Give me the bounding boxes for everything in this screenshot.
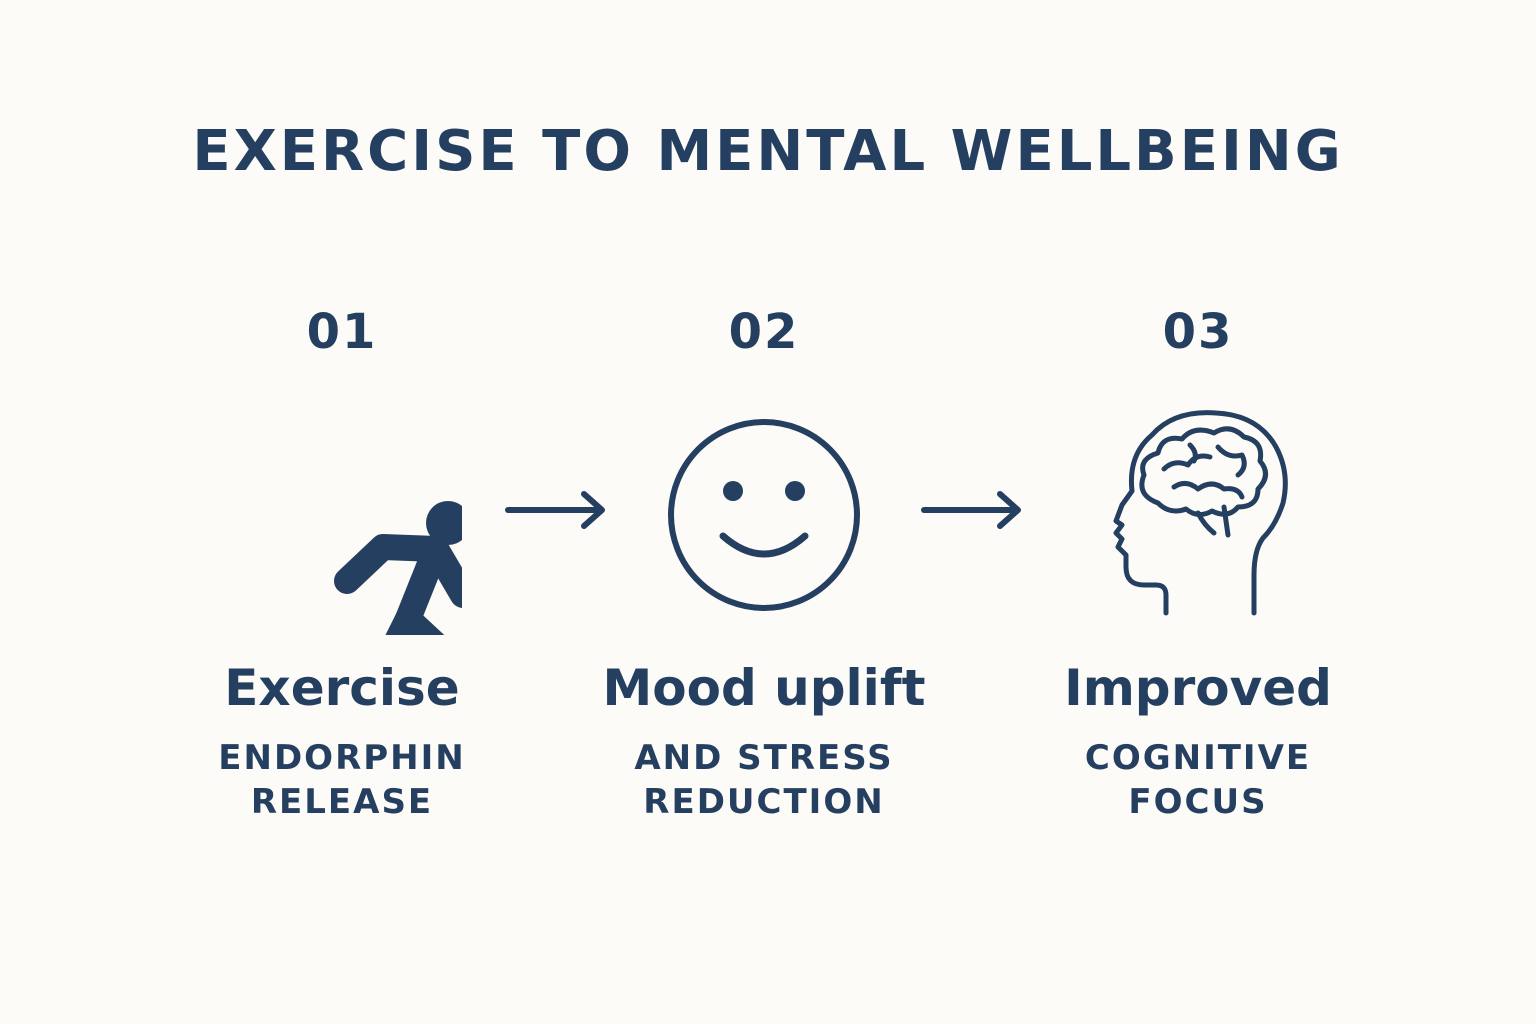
step-exercise: 01 Exercise ENDORPHIN RELEASE [162, 300, 522, 860]
step-caption: ENDORPHIN RELEASE [162, 736, 522, 824]
step-caption: AND STRESS REDUCTION [584, 736, 944, 824]
step-heading: Mood uplift [602, 659, 926, 717]
step-number: 01 [306, 304, 378, 360]
caption-line: RELEASE [250, 782, 434, 822]
caption-line: AND STRESS [634, 738, 894, 778]
arrow-right-icon [500, 480, 610, 540]
smiley-face-icon [644, 395, 884, 635]
step-caption: COGNITIVE FOCUS [1018, 736, 1378, 824]
caption-line: COGNITIVE [1084, 738, 1312, 778]
step-number: 02 [728, 304, 800, 360]
head-brain-icon [1078, 395, 1318, 635]
step-heading: Improved [1064, 659, 1332, 717]
step-heading: Exercise [224, 659, 460, 717]
step-mood-uplift: 02 Mood uplift AND STRESS REDUCTION [584, 300, 944, 860]
caption-line: REDUCTION [643, 782, 885, 822]
step-number: 03 [1162, 304, 1234, 360]
running-person-icon [222, 395, 462, 635]
caption-line: FOCUS [1128, 782, 1268, 822]
caption-line: ENDORPHIN [218, 738, 466, 778]
arrow-right-icon [916, 480, 1026, 540]
step-improved: 03 Improved COGNITIVE FOCUS [1018, 300, 1378, 860]
diagram-title: EXERCISE TO MENTAL WELLBEING [192, 119, 1344, 184]
